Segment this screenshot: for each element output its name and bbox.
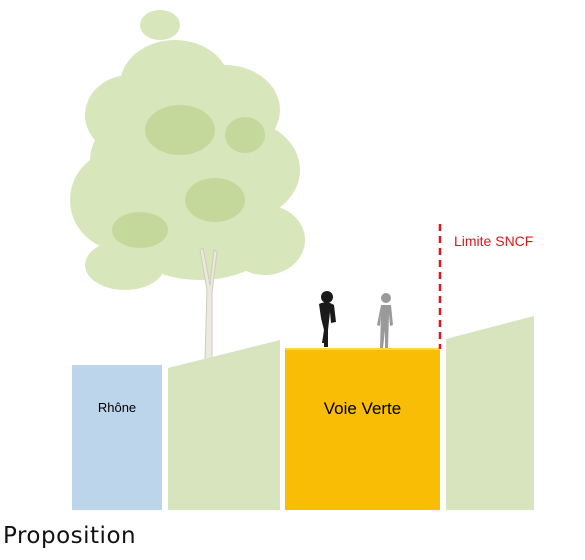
cyclist-icon (319, 291, 336, 347)
voie-verte-label: Voie Verte (323, 399, 402, 418)
tree-icon (70, 10, 305, 361)
voie-verte-block (285, 349, 440, 510)
diagram-caption: Proposition (3, 523, 137, 549)
left-bank (168, 340, 280, 510)
rhone-label: Rhône (97, 400, 137, 415)
rhone-block (72, 365, 162, 510)
limite-sncf-label: Limite SNCF (454, 233, 534, 249)
right-bank (446, 316, 534, 510)
pedestrian-icon (377, 293, 393, 348)
